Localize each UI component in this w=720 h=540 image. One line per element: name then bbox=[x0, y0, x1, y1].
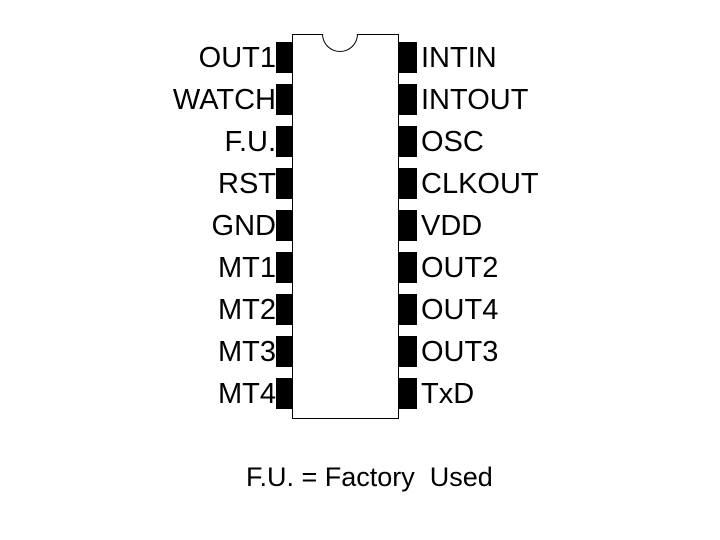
pin-15 bbox=[399, 168, 417, 199]
ic-body bbox=[292, 34, 399, 419]
pin-14 bbox=[399, 210, 417, 241]
pin-1 bbox=[276, 42, 293, 73]
pin-label-7: MT2 bbox=[218, 294, 276, 326]
pin-label-12: OUT4 bbox=[421, 294, 499, 326]
pin-5 bbox=[276, 210, 293, 241]
pin-4 bbox=[276, 168, 293, 199]
pin-8 bbox=[276, 336, 293, 367]
pin-label-13: OUT2 bbox=[421, 252, 499, 284]
pin-16 bbox=[399, 126, 417, 157]
pin-label-17: INTOUT bbox=[421, 84, 529, 116]
pin-12 bbox=[399, 294, 417, 325]
pin-label-1: OUT1 bbox=[198, 42, 276, 74]
pin-6 bbox=[276, 252, 293, 283]
pin-11 bbox=[399, 336, 417, 367]
pin-label-4: RST bbox=[218, 168, 276, 200]
pin-label-15: CLKOUT bbox=[421, 168, 539, 200]
footnote: F.U. = Factory Used bbox=[246, 462, 493, 492]
pin-label-6: MT1 bbox=[218, 252, 276, 284]
pin-label-8: MT3 bbox=[218, 336, 276, 368]
pin-2 bbox=[276, 84, 293, 115]
pin-label-9: MT4 bbox=[218, 378, 276, 410]
pin-7 bbox=[276, 294, 293, 325]
pin-label-5: GND bbox=[211, 210, 276, 242]
pin-label-16: OSC bbox=[421, 126, 484, 158]
pin-label-18: INTIN bbox=[421, 42, 497, 74]
pin-3 bbox=[276, 126, 293, 157]
pin-13 bbox=[399, 252, 417, 283]
pin-label-14: VDD bbox=[421, 210, 483, 242]
pin-label-11: OUT3 bbox=[421, 336, 499, 368]
pin-10 bbox=[399, 378, 417, 409]
pin-18 bbox=[399, 42, 417, 73]
pin-label-2: WATCH bbox=[172, 84, 276, 116]
pin-label-3: F.U. bbox=[224, 126, 276, 158]
pin-label-10: TxD bbox=[421, 378, 475, 410]
pin-17 bbox=[399, 84, 417, 115]
pin-9 bbox=[276, 378, 293, 409]
